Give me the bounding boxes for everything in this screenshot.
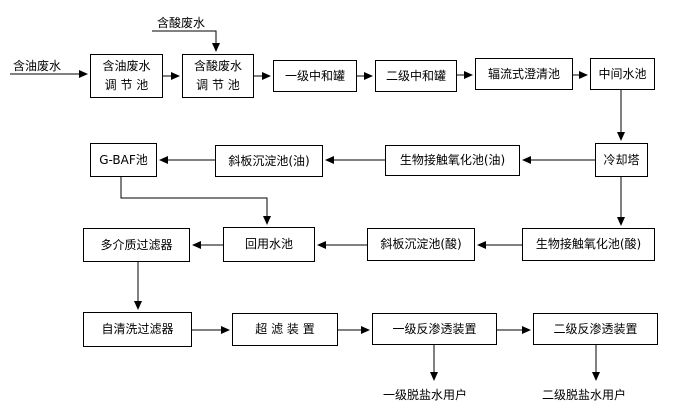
node-secondary-neutralization-tank: 二级中和罐 [375,60,457,92]
node-inclined-plate-sedimentation-tank-acid: 斜板沉淀池(酸) [367,228,475,261]
node-primary-reverse-osmosis-unit: 一级反渗透装置 [372,313,497,345]
label-acid-wastewater-inflow: 含酸废水 [157,16,206,30]
node-oily-wastewater-regulating-tank: 含油废水 调 节 池 [90,54,163,98]
edge-acid-inflow-to-acid-regulating [152,30,220,52]
node-multimedia-filter: 多介质过滤器 [83,228,190,262]
node-g-baf-tank: G-BAF池 [90,143,157,177]
node-acid-wastewater-regulating-tank: 含酸废水 调 节 池 [182,54,254,98]
label-primary-desalted-water-users: 一级脱盐水用户 [383,388,468,402]
label-oily-wastewater-inflow: 含油废水 [13,59,62,73]
node-inclined-plate-sedimentation-tank-oil: 斜板沉淀池(油) [215,145,323,177]
node-radial-flow-clarifier: 辐流式澄清池 [475,58,573,90]
node-cooling-tower: 冷却塔 [595,143,648,177]
node-ultrafiltration-unit: 超 滤 装 置 [232,313,338,346]
edge-gbaf-to-reuse [120,177,271,225]
node-bio-contact-oxidation-tank-oil: 生物接触氧化池(油) [385,145,520,176]
node-bio-contact-oxidation-tank-acid: 生物接触氧化池(酸) [522,228,655,261]
node-self-cleaning-filter: 自清洗过滤器 [83,312,192,347]
node-reuse-water-tank: 回用水池 [223,227,315,262]
node-primary-neutralization-tank: 一级中和罐 [273,60,357,92]
label-secondary-desalted-water-users: 二级脱盐水用户 [542,388,627,402]
node-secondary-reverse-osmosis-unit: 二级反渗透装置 [533,313,658,345]
node-intermediate-water-tank: 中间水池 [590,58,655,90]
